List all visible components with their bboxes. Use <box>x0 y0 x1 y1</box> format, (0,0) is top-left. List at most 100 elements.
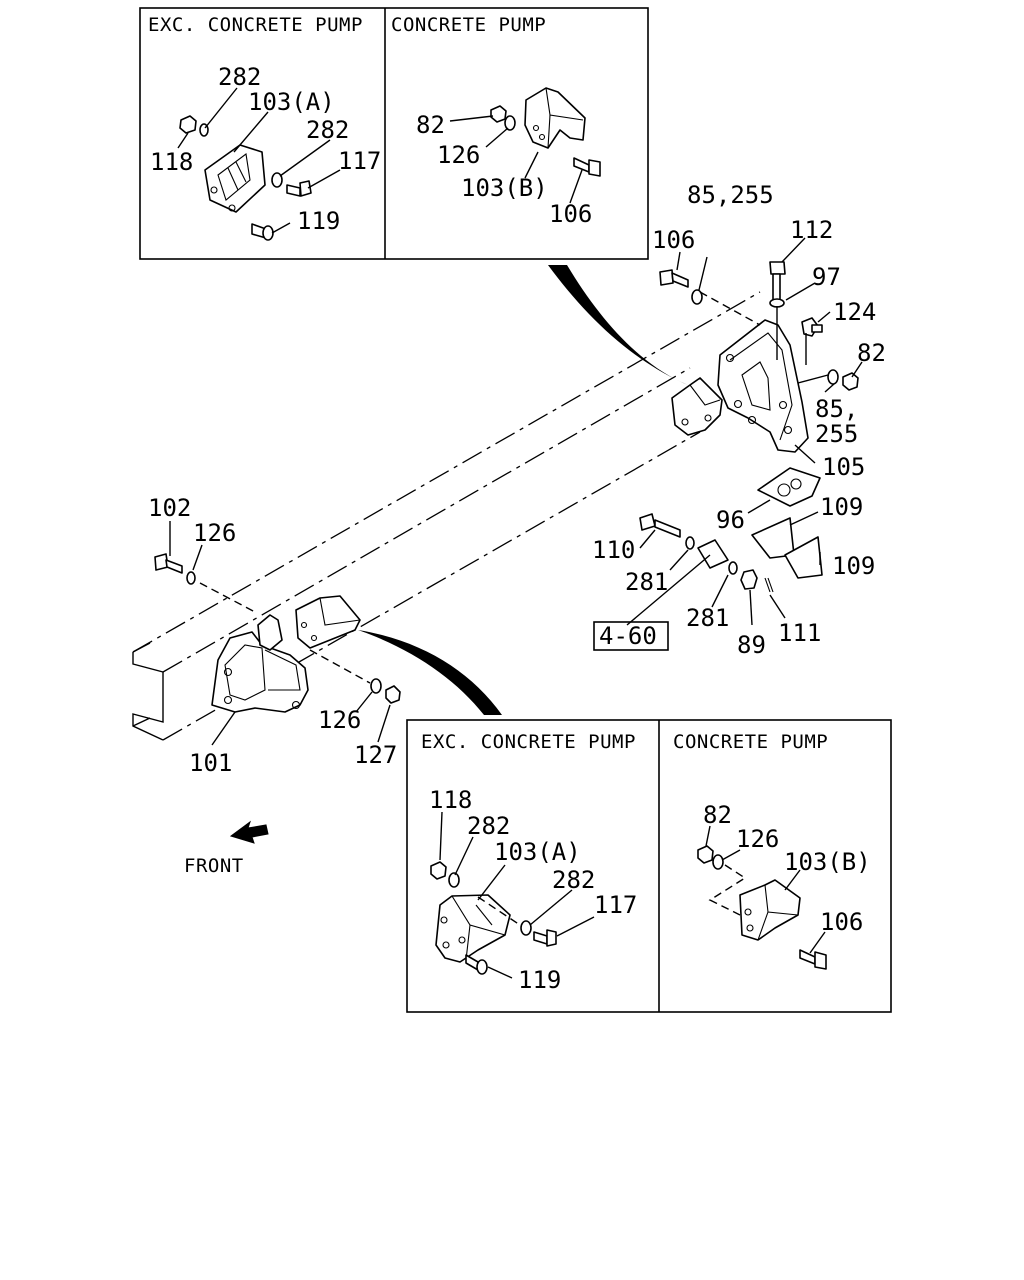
label-tr-126: 126 <box>437 141 480 169</box>
label-82-rear: 82 <box>857 339 886 367</box>
label-126-front-b: 126 <box>318 706 361 734</box>
label-97: 97 <box>812 263 841 291</box>
label-tr-103b: 103(B) <box>461 174 548 202</box>
frame-rail <box>132 291 761 741</box>
washer-282-bottom-b <box>520 920 532 936</box>
label-96: 96 <box>716 506 745 534</box>
washer-126-bottom <box>712 854 724 870</box>
label-br-103b: 103(B) <box>784 848 871 876</box>
bolt-106-bottom <box>799 949 827 970</box>
label-126-front-a: 126 <box>193 519 236 547</box>
spring-seat-96 <box>757 467 821 507</box>
front-arrow-icon <box>229 820 269 844</box>
label-85: 85, <box>815 395 858 423</box>
nut-127 <box>385 685 401 704</box>
label-tr-82: 82 <box>416 111 445 139</box>
label-109-b: 109 <box>832 552 875 580</box>
label-tr-106: 106 <box>549 200 592 228</box>
label-br-106: 106 <box>820 908 863 936</box>
front-label: FRONT <box>184 855 244 877</box>
washer-281-b <box>728 561 738 575</box>
callout-arrow-top <box>548 265 688 385</box>
nut-82-bottom <box>697 845 714 864</box>
label-124: 124 <box>833 298 876 326</box>
label-bl-103a: 103(A) <box>494 838 581 866</box>
label-bl-282b: 282 <box>552 866 595 894</box>
label-tl-282b: 282 <box>306 116 349 144</box>
lockwasher-97 <box>769 298 785 308</box>
bracket-103b-bottom <box>739 879 801 941</box>
bottom-right-inset-title: CONCRETE PUMP <box>673 731 828 753</box>
bolt-117-top <box>286 180 312 197</box>
washer-282-top-b <box>271 172 283 188</box>
label-bl-119: 119 <box>518 966 561 994</box>
bolt-110 <box>639 513 681 538</box>
label-109-a: 109 <box>820 493 863 521</box>
label-tl-103a: 103(A) <box>248 88 335 116</box>
reference-box <box>593 621 669 651</box>
bracket-103b-top <box>524 87 586 149</box>
bottom-inset-frame <box>406 719 892 1013</box>
label-ref-4-60: 4-60 <box>599 622 657 650</box>
label-106-rear: 106 <box>652 226 695 254</box>
nut-118-top <box>179 115 197 134</box>
label-255: 255 <box>815 420 858 448</box>
washer-282-bottom-a <box>448 872 460 888</box>
washer-126-front <box>186 571 196 585</box>
bolt-112 <box>769 261 786 301</box>
label-bl-282a: 282 <box>467 812 510 840</box>
label-br-126: 126 <box>736 825 779 853</box>
rear-hanger-105 <box>671 319 809 453</box>
bolt-119-bottom <box>465 954 488 975</box>
label-tl-282a: 282 <box>218 63 261 91</box>
front-bracket-103 <box>295 595 361 649</box>
top-inset-frame <box>139 7 649 260</box>
grease-fitting-124 <box>801 317 823 337</box>
nut-118-bottom <box>430 861 447 880</box>
nut-82-rear <box>842 372 859 391</box>
bolt-117-bottom <box>533 929 557 947</box>
label-br-82: 82 <box>703 801 732 829</box>
label-101: 101 <box>189 749 232 777</box>
top-left-inset-title: EXC. CONCRETE PUMP <box>148 14 363 36</box>
bolt-119-top <box>251 223 274 241</box>
plate-109-a <box>751 517 795 559</box>
bottom-inset: EXC. CONCRETE PUMP CONCRETE PUMP <box>406 719 892 1013</box>
label-bl-117: 117 <box>594 891 637 919</box>
nut-82-top <box>490 105 507 123</box>
bottom-left-inset-title: EXC. CONCRETE PUMP <box>421 731 636 753</box>
label-102: 102 <box>148 494 191 522</box>
callout-arrow-bottom <box>358 630 502 715</box>
label-111: 111 <box>778 619 821 647</box>
label-281-b: 281 <box>686 604 729 632</box>
label-tl-117: 117 <box>338 147 381 175</box>
plate-109-b <box>784 536 823 579</box>
front-hanger-101 <box>211 614 309 713</box>
washer-85-255-side <box>827 369 839 385</box>
label-281-a: 281 <box>625 568 668 596</box>
label-85-255-top: 85,255 <box>687 181 774 209</box>
top-inset: EXC. CONCRETE PUMP CONCRETE PUMP <box>139 7 649 260</box>
washer-281-a <box>685 536 695 550</box>
washer-85-255-rear <box>691 289 703 305</box>
bolt-106-top <box>573 157 601 177</box>
bolt-106-rear <box>659 269 689 288</box>
bolt-102 <box>154 553 183 574</box>
label-tl-119: 119 <box>297 207 340 235</box>
label-110: 110 <box>592 536 635 564</box>
label-112: 112 <box>790 216 833 244</box>
washer-126-front-b <box>370 678 382 694</box>
bracket-103a-top <box>204 144 266 213</box>
nut-89 <box>740 569 758 590</box>
label-127: 127 <box>354 741 397 769</box>
label-89: 89 <box>737 631 766 659</box>
label-105: 105 <box>822 453 865 481</box>
label-tl-118: 118 <box>150 148 193 176</box>
label-bl-118: 118 <box>429 786 472 814</box>
washer-126-top <box>504 115 516 131</box>
pin-4-60 <box>697 539 729 569</box>
cotter-pin-111 <box>764 577 774 593</box>
bracket-103a-bottom <box>435 894 511 963</box>
top-right-inset-title: CONCRETE PUMP <box>391 14 546 36</box>
